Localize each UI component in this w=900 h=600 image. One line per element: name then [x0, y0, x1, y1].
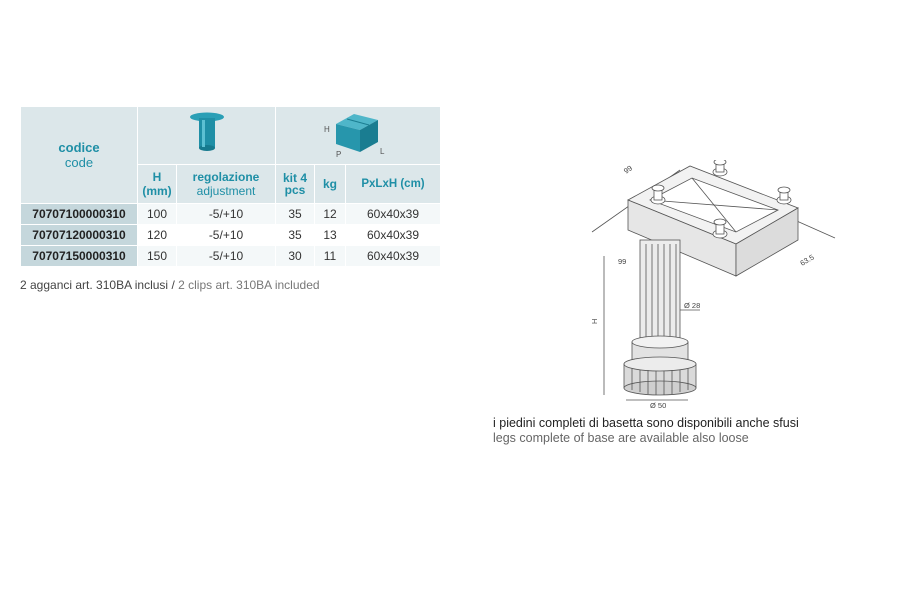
row-code: 70707100000310 [20, 203, 138, 225]
row-h: 100 [137, 203, 177, 225]
dim-label-top: 99 [622, 163, 634, 175]
caption-it: i piedini completi di basetta sono dispo… [493, 416, 799, 430]
row-adj: -5/+10 [176, 203, 276, 225]
row-kit: 35 [275, 203, 315, 225]
adjustment-header: regolazione adjustment [176, 164, 276, 204]
kit-label: kit 4 [282, 171, 307, 185]
h-unit: (mm) [142, 184, 172, 198]
row-dim: 60x40x39 [345, 224, 441, 246]
foot-column [639, 239, 681, 351]
product-table: codice code H P L H (m [20, 106, 441, 267]
row-kg: 13 [314, 224, 346, 246]
dim-label-side: 99 [618, 257, 626, 266]
row-dim: 60x40x39 [345, 203, 441, 225]
row-kit: 30 [275, 245, 315, 267]
row-code: 70707150000310 [20, 245, 138, 267]
code-label-en: code [64, 155, 94, 170]
note-separator: / [168, 278, 179, 292]
note-it: 2 agganci art. 310BA inclusi [20, 278, 169, 292]
row-dim: 60x40x39 [345, 245, 441, 267]
kg-header: kg [314, 164, 346, 204]
row-kg: 11 [314, 245, 346, 267]
dim-label-d50: Ø 50 [650, 401, 666, 410]
row-kit: 35 [275, 224, 315, 246]
adj-label-en: adjustment [196, 184, 256, 198]
dim-header: PxLxH (cm) [345, 164, 441, 204]
caption-en: legs complete of base are available also… [493, 431, 749, 445]
screw-icons [650, 160, 792, 239]
row-code: 70707120000310 [20, 224, 138, 246]
row-h: 120 [137, 224, 177, 246]
clips-note: 2 agganci art. 310BA inclusi / 2 clips a… [20, 278, 320, 292]
box-label-h: H [324, 125, 330, 134]
h-label: H [152, 170, 162, 184]
dim-label-d28: Ø 28 [684, 301, 700, 310]
leveling-foot-icon [189, 112, 224, 151]
box-icon-cell: H P L [275, 106, 441, 165]
drawing-caption: i piedini completi di basetta sono dispo… [493, 416, 799, 446]
row-kg: 12 [314, 203, 346, 225]
kit-unit: pcs [284, 183, 306, 197]
adj-label-it: regolazione [192, 170, 260, 184]
dim-label-h: H [590, 319, 599, 324]
code-label-it: codice [58, 140, 100, 155]
foot-icon-cell [137, 106, 276, 165]
code-header: codice code [20, 106, 138, 204]
box-label-l: L [380, 147, 385, 156]
row-h: 150 [137, 245, 177, 267]
leveling-foot-drawing: 99 99 63.5 H Ø 28 Ø 50 [590, 160, 836, 410]
row-adj: -5/+10 [176, 224, 276, 246]
dim-label-right: 63.5 [799, 253, 816, 268]
dim-label: PxLxH (cm) [361, 178, 425, 190]
box-label-p: P [336, 150, 341, 158]
h-header: H (mm) [137, 164, 177, 204]
kg-label: kg [322, 177, 337, 191]
carton-box-icon: H P L [324, 114, 385, 159]
note-en: 2 clips art. 310BA included [178, 278, 320, 292]
row-adj: -5/+10 [176, 245, 276, 267]
table-row: 70707150000310 150 -5/+10 30 11 60x40x39 [20, 245, 441, 267]
kit-header: kit 4 pcs [275, 164, 315, 204]
table-row: 70707120000310 120 -5/+10 35 13 60x40x39 [20, 224, 441, 246]
table-row: 70707100000310 100 -5/+10 35 12 60x40x39 [20, 203, 441, 225]
